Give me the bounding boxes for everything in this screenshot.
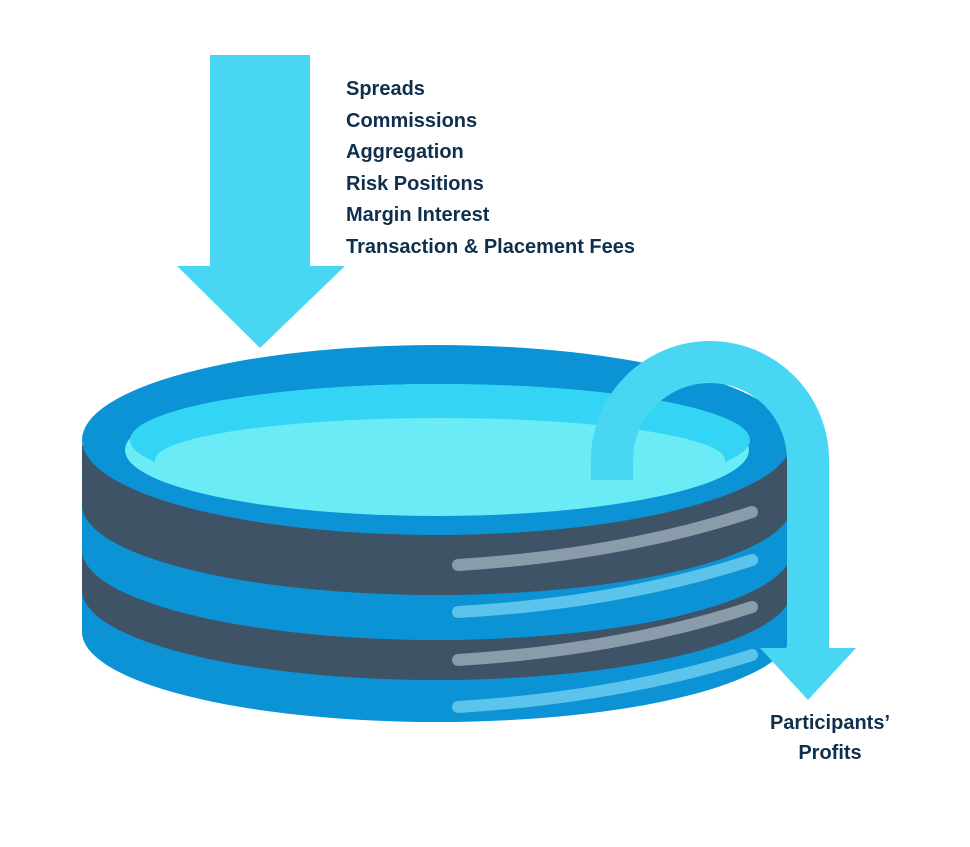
inflow-item-commissions: Commissions <box>346 109 478 132</box>
inflow-item-margin-interest: Margin Interest <box>346 204 490 227</box>
highlight-stripe-4 <box>452 649 758 713</box>
highlight-stripe-1 <box>452 506 758 571</box>
inflow-item-aggregation: Aggregation <box>346 141 464 164</box>
outflow-arrow <box>591 341 829 648</box>
outflow-arrow-head <box>760 648 856 700</box>
inflow-item-risk-positions: Risk Positions <box>346 172 484 195</box>
highlight-stripe-3 <box>452 601 758 666</box>
outflow-label: Participants’ Profits <box>760 708 900 768</box>
inflow-item-fees: Transaction & Placement Fees <box>346 235 636 258</box>
pool-water-inner <box>155 418 725 502</box>
inflow-arrow <box>177 55 345 348</box>
outflow-label-line1: Participants’ <box>769 712 891 734</box>
highlight-stripe-2 <box>452 554 758 618</box>
inflow-revenue-list: Spreads Commissions Aggregation Risk Pos… <box>346 74 635 264</box>
inflow-item-spreads: Spreads <box>346 78 425 100</box>
pool-stack <box>82 345 792 722</box>
outflow-label-line2: Profits <box>798 742 862 764</box>
